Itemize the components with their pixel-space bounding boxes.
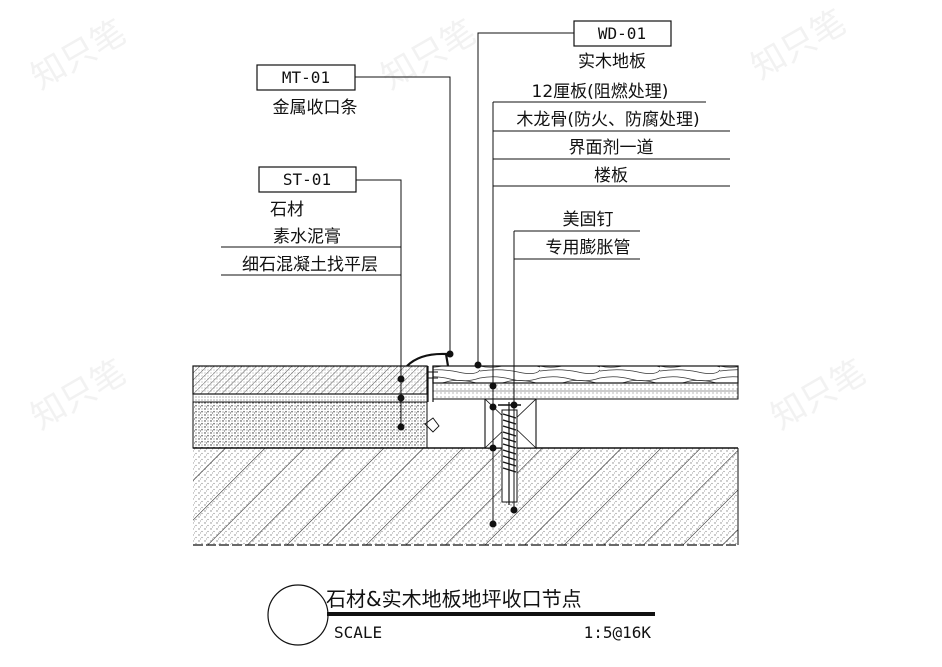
tag-st01: ST-01: [258, 166, 357, 193]
tag-wd01: WD-01: [573, 20, 672, 47]
label-cement-paste: 素水泥膏: [273, 226, 341, 247]
expansion-anchor: [498, 402, 521, 505]
metal-edge-trim: [406, 352, 450, 433]
label-anchor-nail: 美固钉: [563, 210, 614, 230]
watermark-text: 知只笔: [25, 352, 133, 438]
leader-lines: [221, 32, 730, 524]
tag-wd01-text: WD-01: [598, 24, 646, 43]
tag-mt01-text: MT-01: [282, 68, 330, 87]
label-floor-slab: 楼板: [594, 166, 628, 186]
title-block: 石材&实木地板地坪收口节点 SCALE 1:5@16K: [267, 584, 655, 646]
tag-mt01: MT-01: [256, 64, 356, 91]
label-expansion-tube: 专用膨胀管: [546, 238, 631, 258]
label-plywood: 12厘板(阻燃处理): [532, 82, 669, 102]
scale-value: 1:5@16K: [584, 623, 652, 642]
leveling-layer: [192, 401, 428, 449]
wood-floor-layer: [432, 365, 739, 384]
floor-slab: [193, 447, 739, 546]
drawing-title: 石材&实木地板地坪收口节点: [326, 587, 582, 611]
plywood-layer: [432, 382, 739, 400]
label-interface-agent: 界面剂一道: [569, 138, 654, 158]
label-leveling: 细石混凝土找平层: [242, 255, 378, 275]
label-wood-joist: 木龙骨(防火、防腐处理): [516, 110, 699, 130]
watermark-text: 知只笔: [745, 2, 853, 88]
watermark-text: 知只笔: [375, 12, 483, 98]
watermark-text: 知只笔: [25, 12, 133, 98]
label-stone: 石材: [270, 200, 304, 220]
cement-paste-layer: [192, 393, 428, 403]
label-metal-trim: 金属收口条: [273, 98, 358, 118]
label-solid-wood-floor: 实木地板: [578, 52, 646, 72]
watermark-text: 知只笔: [765, 352, 873, 438]
leader-dots: [397, 350, 518, 528]
title-circle: [267, 584, 329, 646]
scale-label: SCALE: [334, 623, 382, 642]
tag-st01-text: ST-01: [283, 170, 331, 189]
stone-layer: [192, 365, 428, 395]
